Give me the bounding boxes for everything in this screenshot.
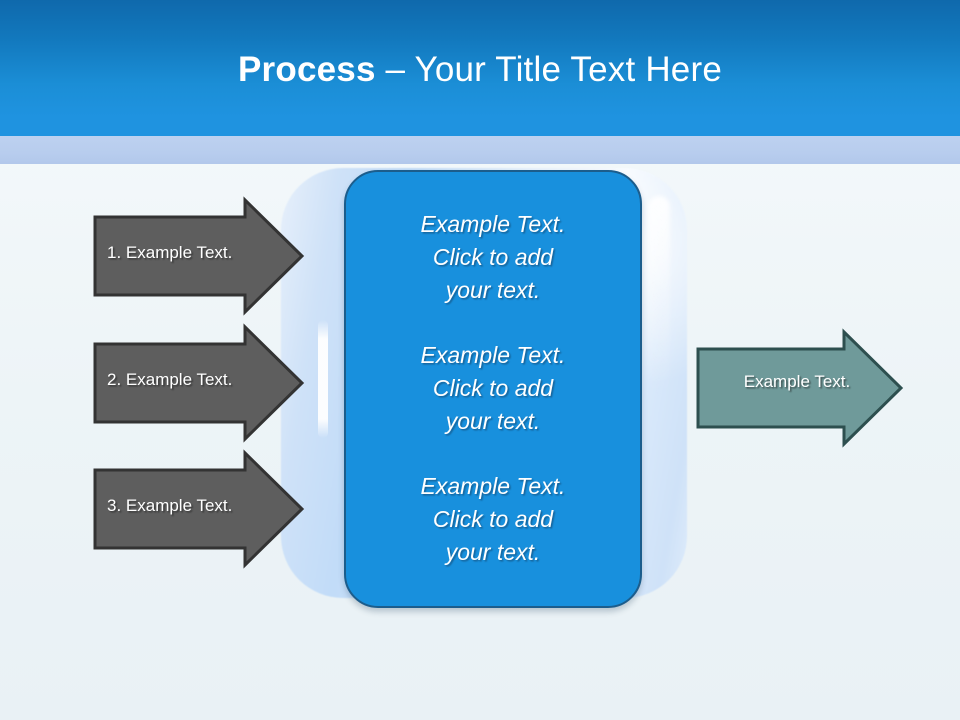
input-arrow-1[interactable]: 1. Example Text. [93, 196, 305, 316]
input-arrow-3-label: 3. Example Text. [107, 496, 233, 515]
process-center-box[interactable]: Example Text. Click to add your text. Ex… [344, 170, 642, 608]
page-title-rest: – Your Title Text Here [385, 50, 722, 89]
input-arrow-1-label: 1. Example Text. [107, 243, 233, 262]
capsule-highlight-left [318, 320, 328, 438]
right-arrow-icon [93, 323, 305, 443]
center-paragraph-2[interactable]: Example Text. Click to add your text. [420, 342, 566, 434]
right-arrow-icon [93, 196, 305, 316]
page-title-bold: Process [238, 50, 386, 89]
center-paragraph-3[interactable]: Example Text. Click to add your text. [420, 473, 566, 565]
header-band [0, 0, 960, 136]
page-title: Process – Your Title Text Here [0, 48, 960, 92]
output-arrow-label: Example Text. [743, 372, 851, 391]
process-center-box-content: Example Text. Click to add your text. Ex… [346, 172, 640, 606]
output-arrow[interactable]: Example Text. [696, 328, 904, 448]
right-arrow-icon [696, 328, 904, 448]
center-paragraph-1[interactable]: Example Text. Click to add your text. [420, 211, 566, 303]
input-arrow-2[interactable]: 2. Example Text. [93, 323, 305, 443]
input-arrow-2-label: 2. Example Text. [107, 370, 233, 389]
right-arrow-icon [93, 449, 305, 569]
capsule-highlight-right [648, 196, 670, 396]
input-arrow-3[interactable]: 3. Example Text. [93, 449, 305, 569]
header-accent-stripe [0, 136, 960, 164]
